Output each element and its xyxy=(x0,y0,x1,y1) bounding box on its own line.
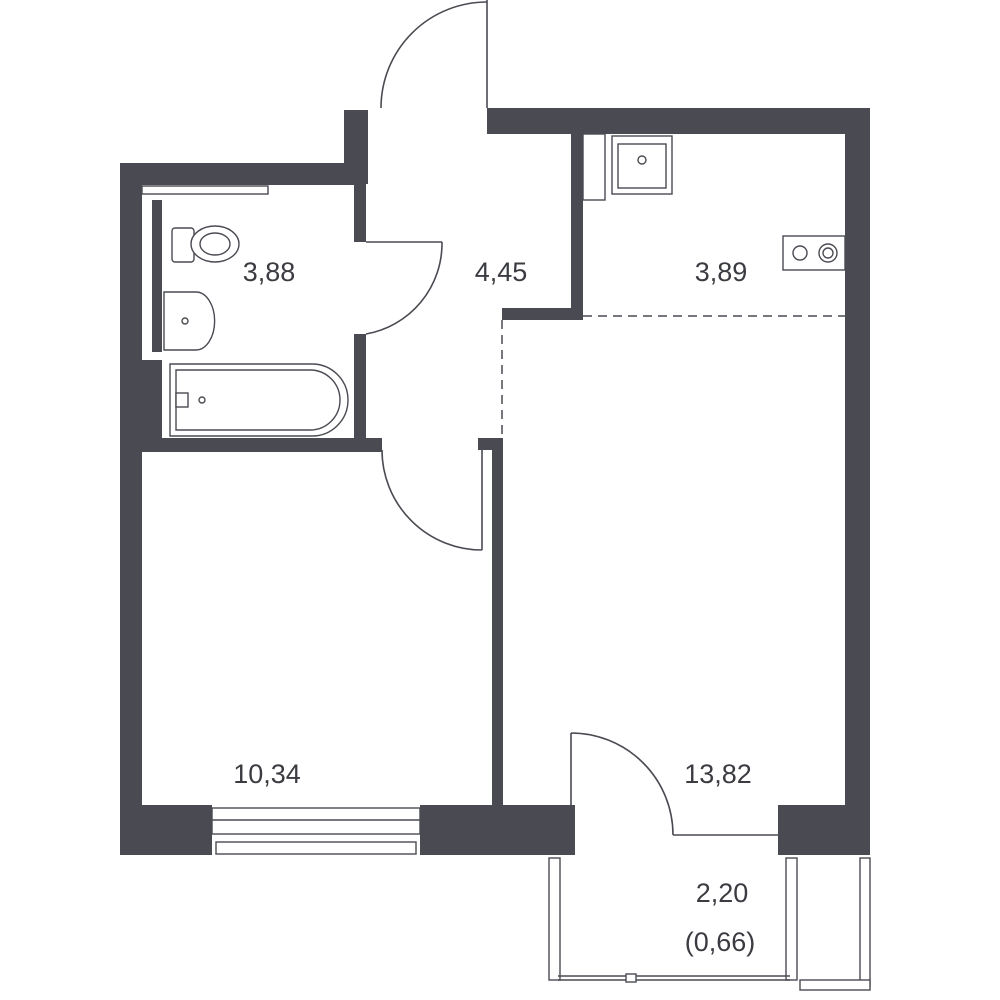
kitchen-area-label: 3,89 xyxy=(695,257,748,287)
bedroom-window xyxy=(211,807,421,855)
bathtub-icon xyxy=(169,363,349,437)
bathroom-door xyxy=(365,241,443,335)
bathroom-area-label: 3,88 xyxy=(243,257,296,287)
balcony-railing xyxy=(548,857,871,991)
hallway-area-label: 4,45 xyxy=(475,257,528,287)
balcony-reduced-area-label: (0,66) xyxy=(685,927,756,957)
kitchen-sink-icon xyxy=(611,135,673,195)
entrance-door xyxy=(380,0,488,109)
bedroom-door xyxy=(381,449,483,551)
bedroom-area-label: 10,34 xyxy=(233,759,301,789)
balcony-door xyxy=(570,732,778,836)
vent-shaft xyxy=(141,185,269,195)
toilet-icon xyxy=(171,225,240,263)
sink-icon xyxy=(163,291,216,351)
stove-icon xyxy=(782,235,846,271)
balcony-area-label: 2,20 xyxy=(696,878,749,908)
living-room-area-label: 13,82 xyxy=(684,759,752,789)
walls xyxy=(120,108,870,855)
partitions xyxy=(142,133,606,806)
